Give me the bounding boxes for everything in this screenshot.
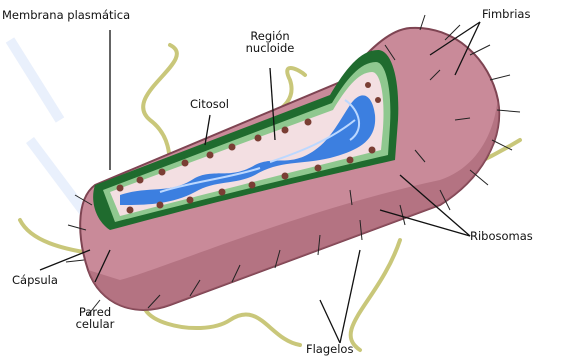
label-region-line2: nucloide	[228, 42, 312, 54]
label-fimbrias: Fimbrias	[482, 8, 530, 20]
label-pared-line2: celular	[62, 318, 128, 330]
label-capsula: Cápsula	[12, 274, 58, 286]
label-membrana: Membrana plasmática	[2, 9, 130, 21]
watermark	[10, 40, 90, 220]
label-region: Región nucloide	[228, 30, 312, 54]
label-flagelos: Flagelos	[306, 343, 353, 355]
label-ribosomas: Ribosomas	[470, 230, 533, 242]
label-citosol: Citosol	[190, 98, 229, 110]
label-pared: Pared celular	[62, 306, 128, 330]
